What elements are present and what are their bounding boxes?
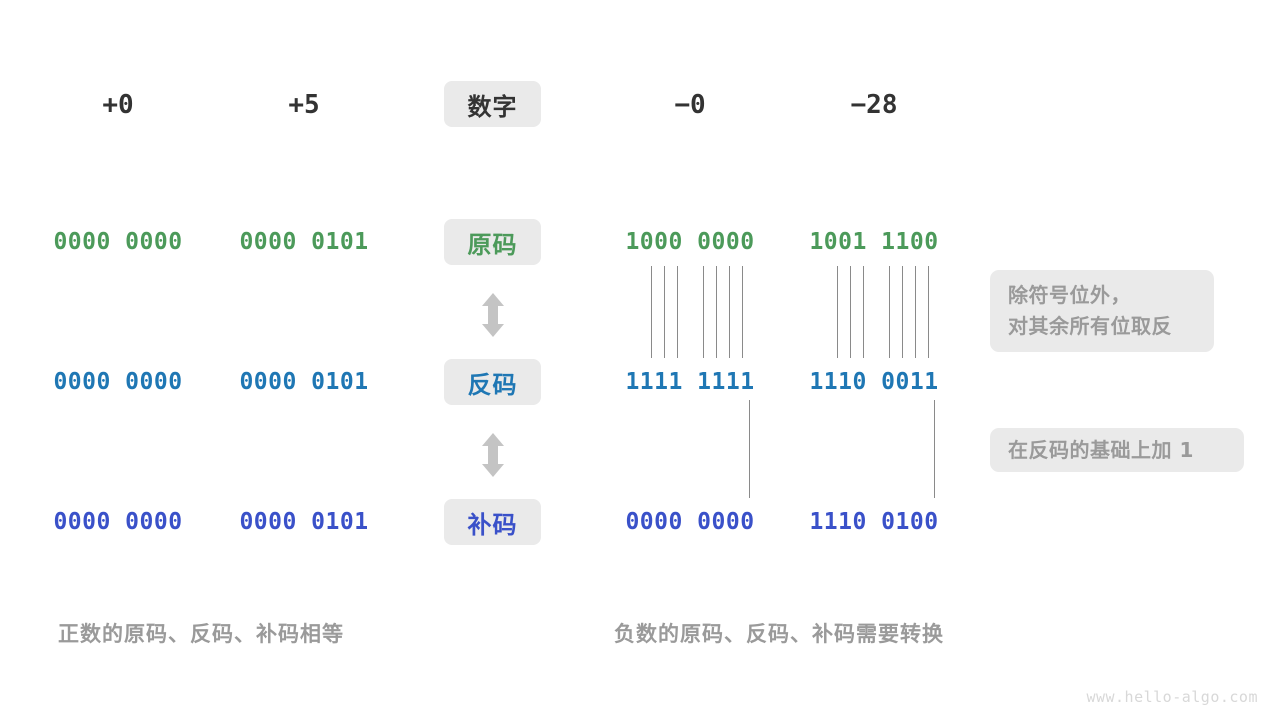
connector-tick (716, 266, 717, 358)
note-add-one-line-1: 在反码的基础上加 1 (1008, 437, 1194, 462)
connector-tick (749, 400, 750, 498)
arrow-yuanma-to-fanma-icon (482, 293, 504, 337)
connector-tick (934, 400, 935, 498)
header-number-minus-twentyeight: −28 (850, 90, 898, 120)
connector-tick (902, 266, 903, 358)
arrow-fanma-to-buma-icon (482, 433, 504, 477)
connector-tick (664, 266, 665, 358)
bits-yuanma-minus-zero: 1000 0000 (625, 229, 755, 255)
connector-tick (703, 266, 704, 358)
note-invert-bits: 除符号位外， 对其余所有位取反 (990, 270, 1214, 352)
bits-yuanma-plus-five: 0000 0101 (239, 229, 369, 255)
caption-positive-numbers: 正数的原码、反码、补码相等 (58, 622, 344, 646)
bits-fanma-plus-zero: 0000 0000 (53, 369, 183, 395)
note-add-one: 在反码的基础上加 1 (990, 428, 1244, 472)
bits-buma-minus-twentyeight: 1110 0100 (809, 509, 939, 535)
pill-row-label-yuanma: 原码 (444, 219, 541, 265)
connector-tick (742, 266, 743, 358)
connector-tick (889, 266, 890, 358)
connector-tick (651, 266, 652, 358)
pill-row-label-fanma: 反码 (444, 359, 541, 405)
connector-tick (850, 266, 851, 358)
connector-tick (677, 266, 678, 358)
bits-fanma-minus-twentyeight: 1110 0011 (809, 369, 939, 395)
bits-buma-minus-zero: 0000 0000 (625, 509, 755, 535)
bits-buma-plus-five: 0000 0101 (239, 509, 369, 535)
note-invert-bits-line-1: 除符号位外， (1008, 283, 1131, 307)
connector-tick (837, 266, 838, 358)
watermark: www.hello-algo.com (1086, 688, 1258, 706)
bits-fanma-minus-zero: 1111 1111 (625, 369, 755, 395)
header-number-plus-five: +5 (288, 90, 320, 120)
bits-yuanma-minus-twentyeight: 1001 1100 (809, 229, 939, 255)
header-number-plus-zero: +0 (102, 90, 134, 120)
pill-row-label-number: 数字 (444, 81, 541, 127)
pill-row-label-buma: 补码 (444, 499, 541, 545)
connector-tick (863, 266, 864, 358)
bits-yuanma-plus-zero: 0000 0000 (53, 229, 183, 255)
bits-buma-plus-zero: 0000 0000 (53, 509, 183, 535)
header-number-minus-zero: −0 (674, 90, 706, 120)
note-invert-bits-line-2: 对其余所有位取反 (1008, 314, 1172, 338)
bits-fanma-plus-five: 0000 0101 (239, 369, 369, 395)
connector-tick (915, 266, 916, 358)
connector-tick (729, 266, 730, 358)
connector-tick (928, 266, 929, 358)
caption-negative-numbers: 负数的原码、反码、补码需要转换 (614, 622, 944, 646)
